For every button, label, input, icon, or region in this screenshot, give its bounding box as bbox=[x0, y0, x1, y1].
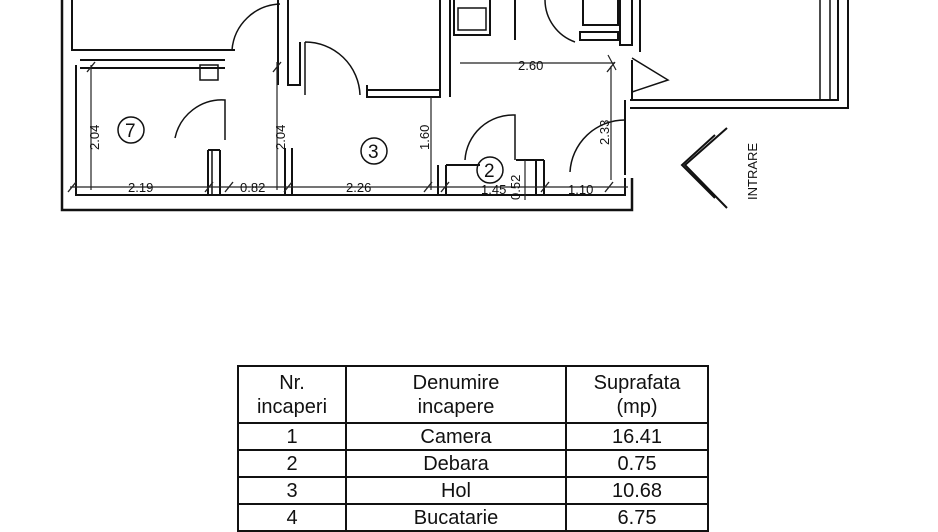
door-swings bbox=[174, 0, 670, 173]
room-marker-circle bbox=[360, 137, 388, 165]
entrance-arrow-icon bbox=[680, 127, 728, 209]
room-marker-circle bbox=[476, 156, 504, 184]
room-area-table: Nr. incaperi Denumire incapere Suprafata… bbox=[237, 365, 709, 532]
header-name: Denumire incapere bbox=[345, 365, 567, 424]
header-area: Suprafata (mp) bbox=[565, 365, 709, 424]
table-row: 1 Camera 16.41 bbox=[237, 422, 709, 451]
cell-name: Hol bbox=[345, 476, 567, 505]
dim-label: 1.10 bbox=[568, 182, 593, 197]
room-markers: 7 3 2 bbox=[117, 116, 504, 184]
cell-nr: 3 bbox=[237, 476, 347, 505]
dim-label: 1.60 bbox=[417, 125, 432, 150]
dim-label: 0.52 bbox=[508, 175, 523, 200]
dim-label: 2.26 bbox=[346, 180, 371, 195]
cell-name: Camera bbox=[345, 422, 567, 451]
table-row: 2 Debara 0.75 bbox=[237, 449, 709, 478]
cell-nr: 1 bbox=[237, 422, 347, 451]
table-header-row: Nr. incaperi Denumire incapere Suprafata… bbox=[237, 365, 709, 424]
dim-label: 2.60 bbox=[518, 58, 543, 73]
entrance-label: INTRARE bbox=[745, 143, 760, 200]
cell-area: 16.41 bbox=[565, 422, 709, 451]
cell-area: 10.68 bbox=[565, 476, 709, 505]
dim-label: 1.45 bbox=[481, 182, 506, 197]
table-row: 3 Hol 10.68 bbox=[237, 476, 709, 505]
cell-area: 0.75 bbox=[565, 449, 709, 478]
dim-label: 0.82 bbox=[240, 180, 265, 195]
cell-name: Debara bbox=[345, 449, 567, 478]
dim-label: 2.04 bbox=[273, 125, 288, 150]
interior-walls bbox=[80, 0, 619, 195]
header-nr: Nr. incaperi bbox=[237, 365, 347, 424]
dim-label: 2.33 bbox=[597, 120, 612, 145]
dim-label: 2.19 bbox=[128, 180, 153, 195]
dimension-labels: 2.60 2.04 2.04 1.60 2.33 2.19 0.82 2.26 … bbox=[87, 58, 612, 200]
dimension-lines bbox=[67, 54, 628, 200]
outer-walls bbox=[60, 0, 849, 212]
room-marker-7: 7 bbox=[125, 121, 136, 142]
cell-nr: 2 bbox=[237, 449, 347, 478]
room-marker-3: 3 bbox=[368, 142, 379, 163]
room-marker-2: 2 bbox=[484, 161, 495, 182]
dim-label: 2.04 bbox=[87, 125, 102, 150]
room-marker-circle bbox=[117, 116, 145, 144]
